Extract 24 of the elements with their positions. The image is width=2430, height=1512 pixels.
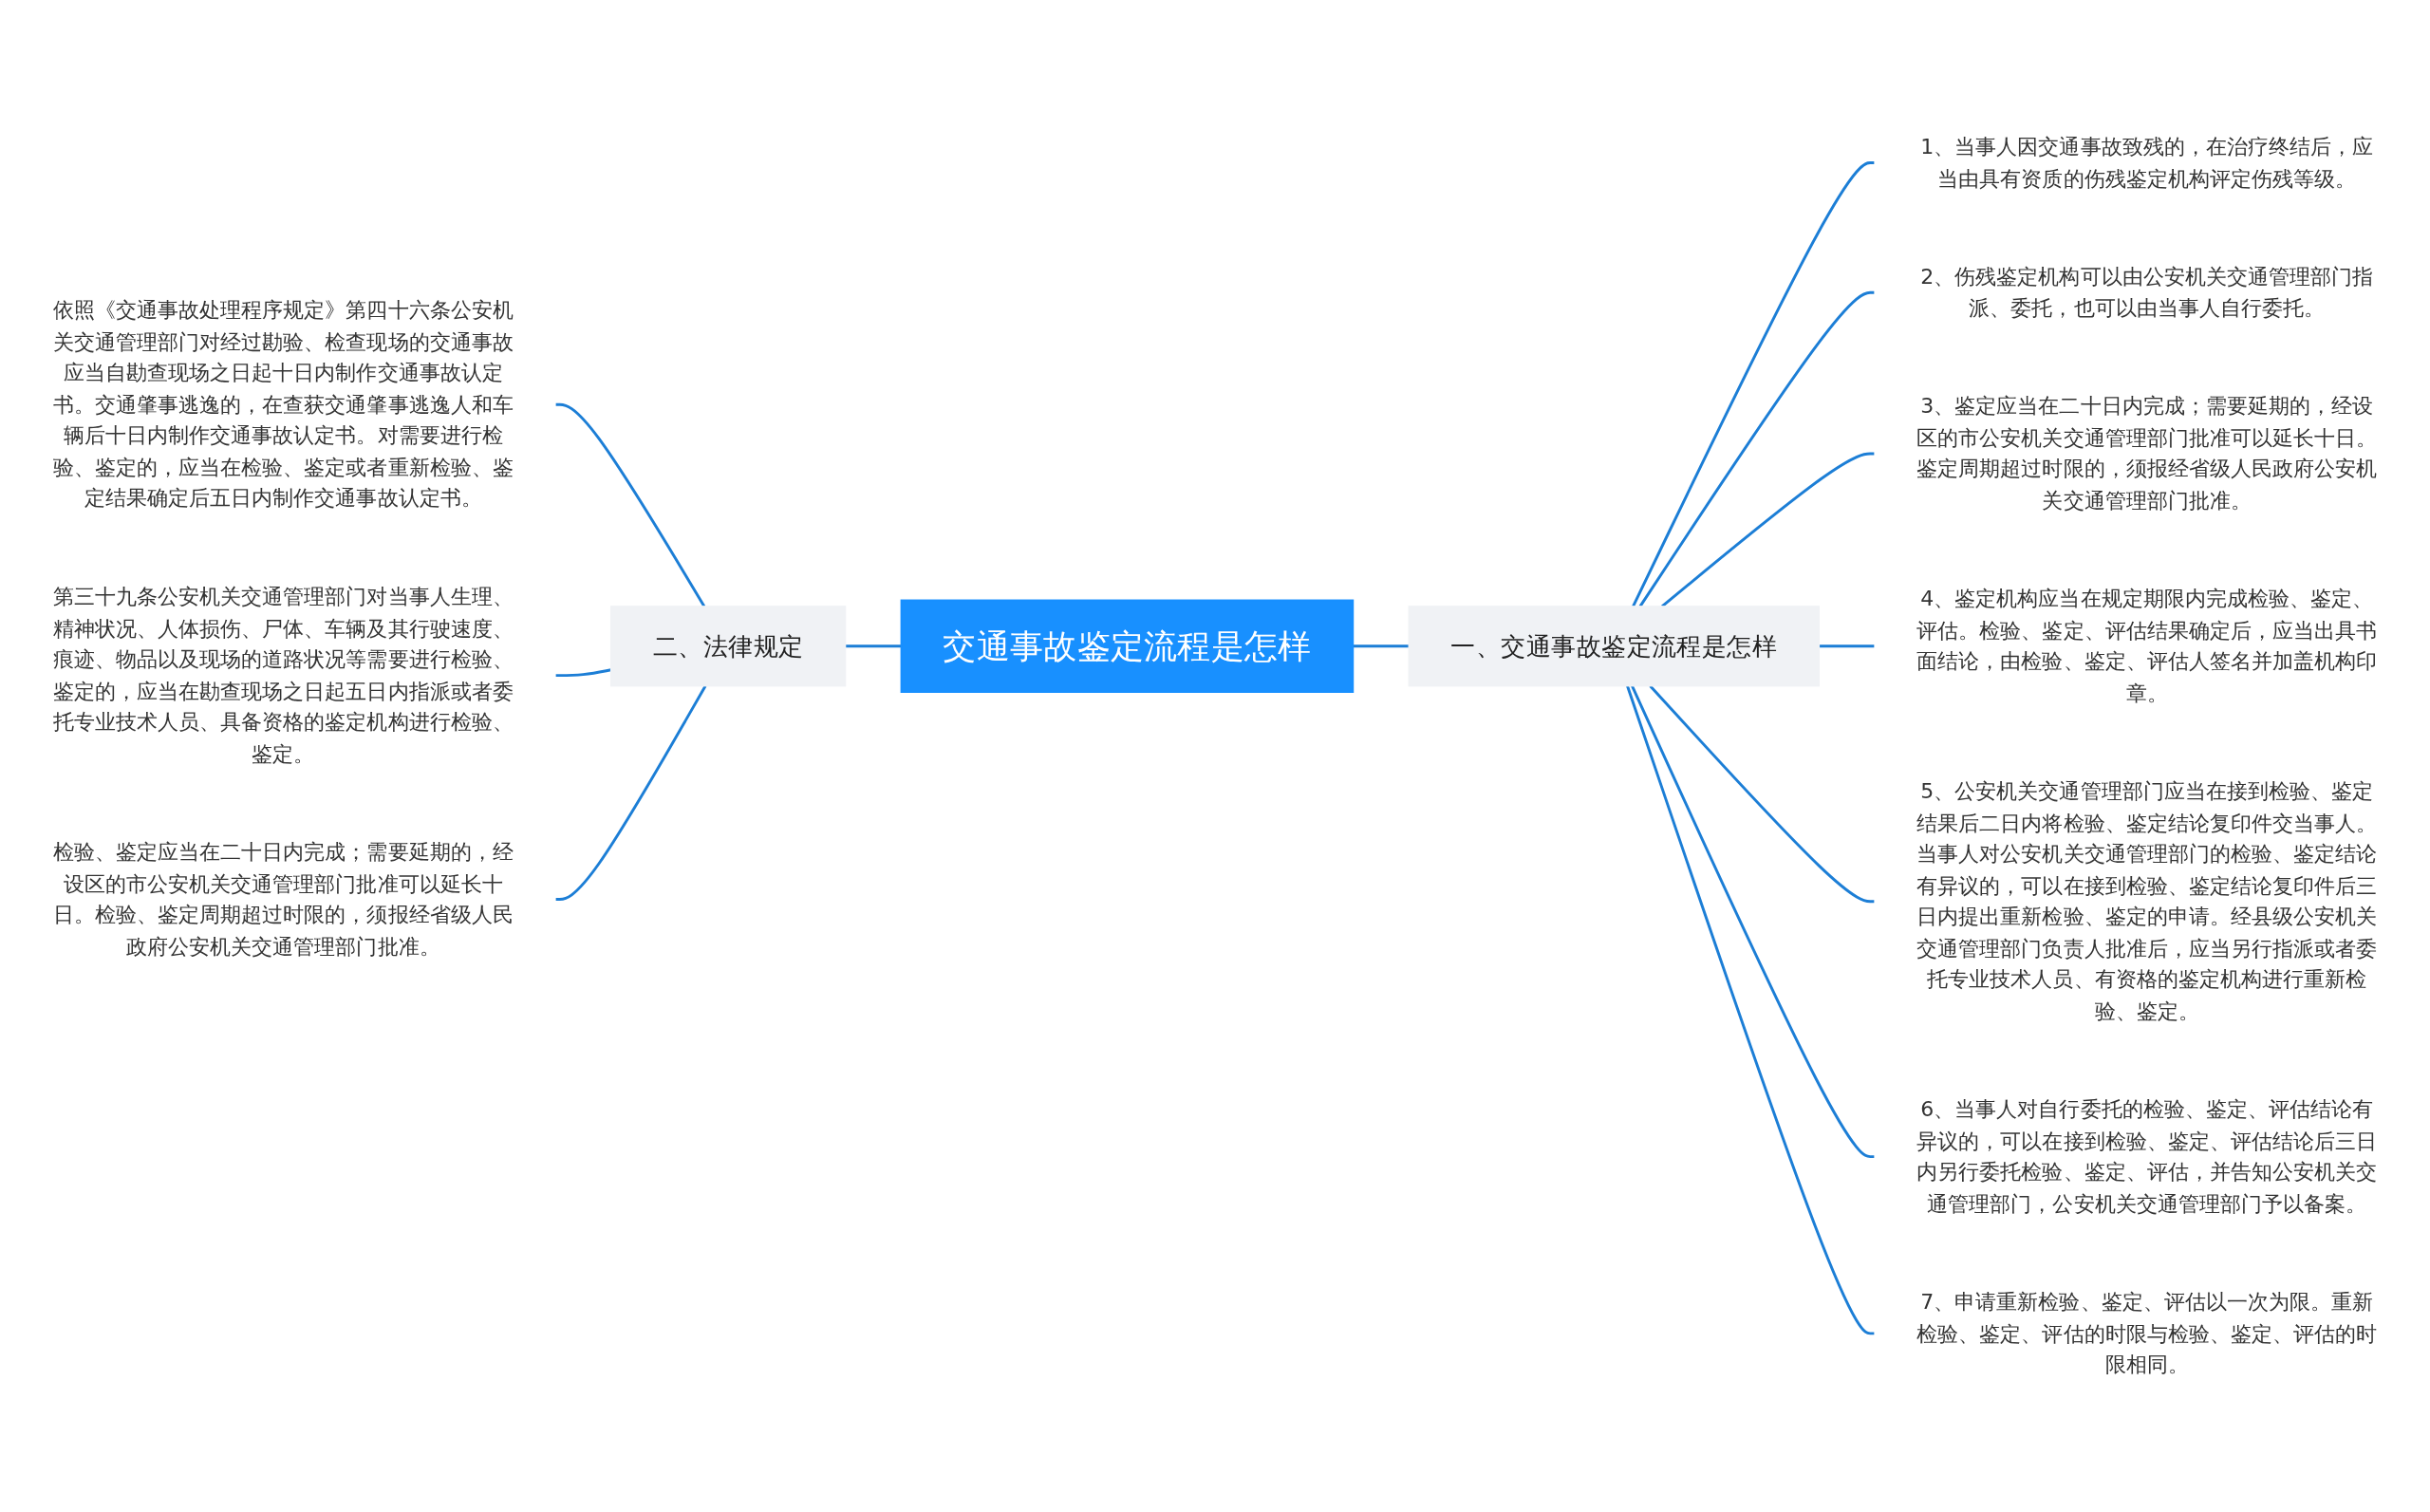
node-text: 第三十九条公安机关交通管理部门对当事人生理、精神状况、人体损伤、尸体、车辆及其行驶速度、痕迹、物品以及现场的道路状况等需要进行检验、鉴定的，应当在勘查现场之日起五日内指派或者委托专业技术人员、具备资格的鉴定机构进行检验、鉴定。 xyxy=(52,584,514,767)
node-text: 5、公安机关交通管理部门应当在接到检验、鉴定结果后二日内将检验、鉴定结论复印件交当事人。当事人对公安机关交通管理部门的检验、鉴定结论有异议的，可以在接到检验、鉴定结论复印件后三日内提出重新检验、鉴定的申请。经县级公安机关交通管理部门负责人批准后，应当另行指派或者委托专业技术人员、有资格的鉴定机构进行重新检验、鉴定。 xyxy=(1916,778,2378,1024)
connector xyxy=(1649,684,1876,904)
node-box: 交通事故鉴定流程是怎样 xyxy=(900,599,1355,693)
connector xyxy=(554,684,707,901)
node-text: 6、当事人对自行委托的检验、鉴定、评估结论有异议的，可以在接到检验、鉴定、评估结论后三日内另行委托检验、鉴定、评估，并告知公安机关交通管理部门，公安机关交通管理部门予以备案。 xyxy=(1916,1096,2378,1217)
connector xyxy=(1631,685,1876,1159)
connector xyxy=(1632,161,1876,607)
connector xyxy=(554,402,706,607)
node-box: 二、法律规定 xyxy=(609,606,847,687)
connector xyxy=(1353,644,1410,648)
node-box: 一、交通事故鉴定流程是怎样 xyxy=(1408,606,1821,687)
connector xyxy=(845,644,902,648)
connector xyxy=(554,668,611,678)
connector xyxy=(1638,290,1876,607)
node-text: 3、鉴定应当在二十日内完成；需要延期的，经设区的市公安机关交通管理部门批准可以延长十日。鉴定周期超过时限的，须报经省级人民政府公安机关交通管理部门批准。 xyxy=(1916,393,2378,513)
node-text: 依照《交通事故处理程序规定》第四十六条公安机关交通管理部门对经过勘验、检查现场的交通事故应当自勘查现场之日起十日内制作交通事故认定书。交通肇事逃逸的，在查获交通肇事逃逸人和车辆后十日内制作交通事故认定书。对需要进行检验、鉴定的，应当在检验、鉴定或者重新检验、鉴定结果确定后五日内制作交通事故认定书。 xyxy=(52,297,514,512)
connector xyxy=(1626,685,1876,1335)
node-text: 7、申请重新检验、鉴定、评估以一次为限。重新检验、鉴定、评估的时限与检验、鉴定、评估的时限相同。 xyxy=(1916,1289,2378,1377)
node-text: 1、当事人因交通事故致残的，在治疗终结后，应当由具有资质的伤残鉴定机构评定伤残等级。 xyxy=(1920,134,2374,191)
node-text: 2、伤残鉴定机构可以由公安机关交通管理部门指派、委托，也可以由当事人自行委托。 xyxy=(1920,264,2374,321)
node-text: 检验、鉴定应当在二十日内完成；需要延期的，经设区的市公安机关交通管理部门批准可以延长十日。检验、鉴定周期超过时限的，须报经省级人民政府公安机关交通管理部门批准。 xyxy=(52,839,514,959)
node-text: 4、鉴定机构应当在规定期限内完成检验、鉴定、评估。检验、鉴定、评估结果确定后，应当出具书面结论，由检验、鉴定、评估人签名并加盖机构印章。 xyxy=(1916,586,2378,706)
connector xyxy=(1819,644,1876,648)
